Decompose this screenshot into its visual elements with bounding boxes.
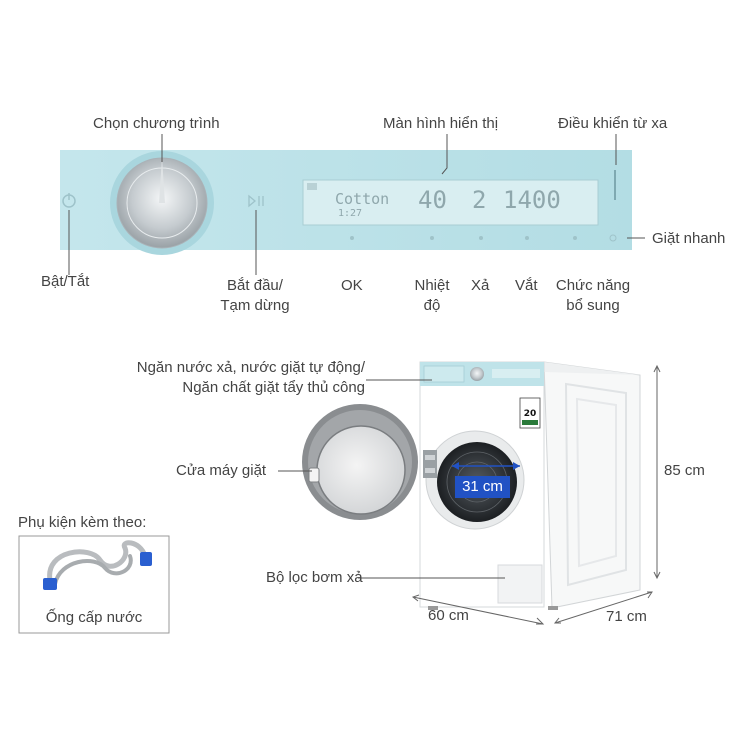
dimension-lines xyxy=(411,364,661,625)
accessory-title: Phụ kiện kèm theo: xyxy=(18,514,147,531)
detergent-drawer[interactable] xyxy=(423,365,465,383)
extra-label: Chức năng bổ sung xyxy=(555,277,631,314)
ok-label: OK xyxy=(341,277,363,294)
drum-diameter-badge: 31 cm xyxy=(455,476,510,498)
accessory-box xyxy=(18,535,170,634)
lcd-rinse: 2 xyxy=(472,186,487,214)
leader-lines xyxy=(68,134,645,275)
play-pause-icon[interactable] xyxy=(248,194,264,208)
lcd-display xyxy=(302,179,599,226)
drum-diameter-arrow xyxy=(452,462,520,470)
quick-wash-label: Giặt nhanh xyxy=(652,230,726,247)
spin-button[interactable] xyxy=(525,236,529,240)
quick-wash-button[interactable] xyxy=(609,234,617,242)
spin-label: Vắt xyxy=(515,277,538,294)
hose-icon xyxy=(43,540,152,590)
drain-filter[interactable] xyxy=(497,564,543,604)
washing-machine: 20 xyxy=(419,361,641,610)
start-pause-label: Bắt đầu/ Tạm dừng xyxy=(220,277,290,314)
remote-label: Điều khiển từ xa xyxy=(558,115,668,132)
control-panel xyxy=(60,150,632,255)
program-label: Chọn chương trình xyxy=(93,115,220,132)
height-label: 85 cm xyxy=(664,462,705,479)
door[interactable] xyxy=(302,404,418,520)
rinse-label: Xả xyxy=(471,277,490,294)
temp-button[interactable] xyxy=(430,236,434,240)
display-label: Màn hình hiển thị xyxy=(383,115,499,132)
temp-label: Nhiệt độ xyxy=(414,277,450,314)
drawer-label: Ngăn nước xả, nước giặt tự động/ Ngăn ch… xyxy=(136,359,365,396)
accessory-item: Ống cấp nước xyxy=(45,609,143,626)
lcd-time: 1:27 xyxy=(338,208,363,219)
door-label: Cửa máy giặt xyxy=(176,462,267,479)
ok-button[interactable] xyxy=(350,236,354,240)
width-label: 60 cm xyxy=(428,607,469,624)
lcd-temp: 40 xyxy=(418,186,447,214)
lcd-spin: 1400 xyxy=(503,186,561,214)
lcd-program: Cotton xyxy=(335,190,390,208)
extra-button[interactable] xyxy=(573,236,577,240)
program-knob[interactable] xyxy=(110,151,214,255)
rinse-button[interactable] xyxy=(479,236,483,240)
power-label: Bật/Tắt xyxy=(41,273,90,290)
filter-label: Bộ lọc bơm xả xyxy=(266,569,363,586)
depth-label: 71 cm xyxy=(606,608,647,625)
energy-badge: 20 xyxy=(524,409,537,419)
